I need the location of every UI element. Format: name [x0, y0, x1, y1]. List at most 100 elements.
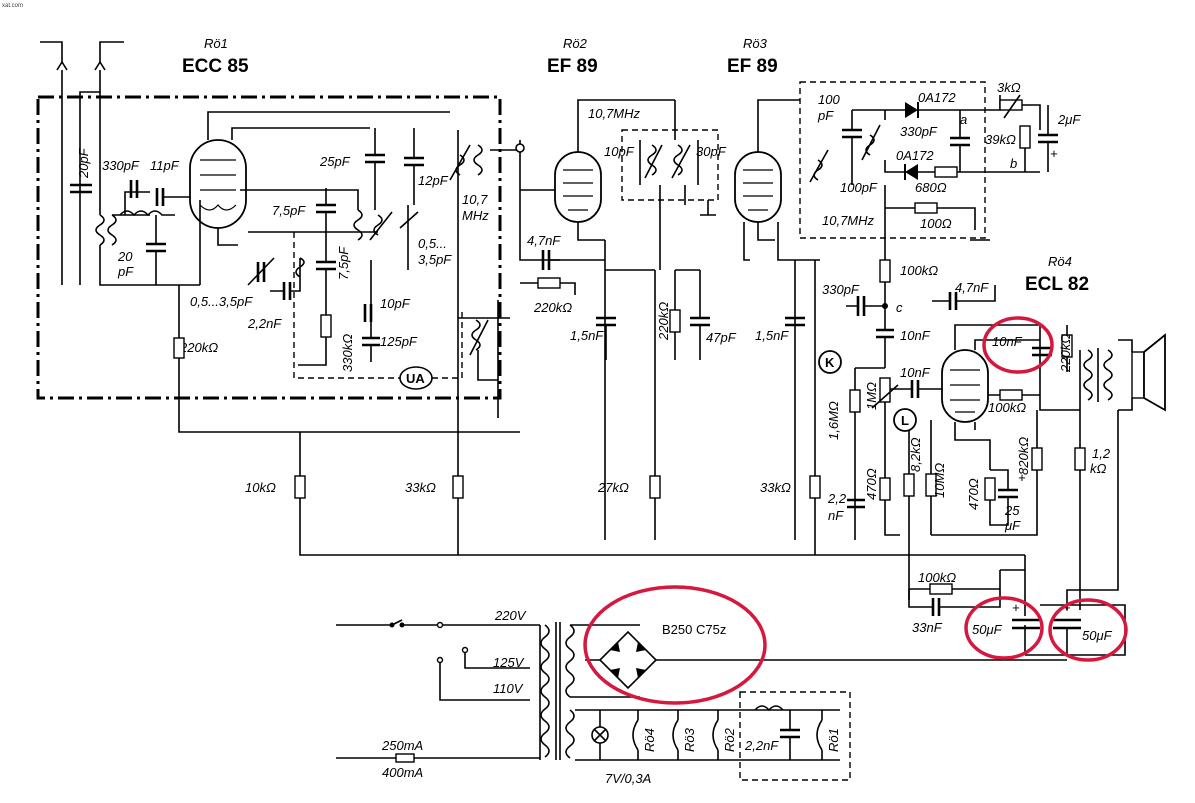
label-pa: a [960, 112, 967, 127]
label-ma250: 250mA [381, 738, 423, 753]
tube-ro2-name: Rö2 [563, 36, 588, 51]
label-c20pf-c: pF [117, 264, 134, 279]
label-v220: 220V [494, 608, 527, 623]
tube-ro1-name: Rö1 [204, 36, 228, 51]
label-c47pf: 47pF [706, 330, 737, 345]
label-r470a: 470Ω [864, 468, 879, 500]
label-c2uf: 2μF [1057, 112, 1081, 127]
tube-ro2: Rö2 EF 89 4,7nF 220kΩ 1,5nF [520, 36, 675, 540]
output-stage: 1,2 kΩ [1066, 333, 1166, 610]
highlight-10nf [982, 316, 1054, 374]
label-c4-7nf: 4,7nF [527, 233, 561, 248]
label-pot3k: 3kΩ [997, 80, 1021, 95]
label-c125pf: 125pF [380, 334, 418, 349]
label-r220k-af: 220kΩ [1058, 334, 1073, 373]
label-trim-c: 0,5...3,5pF [190, 294, 253, 309]
label-c100pf-c: 100pF [840, 180, 878, 195]
antenna-input [40, 41, 124, 285]
ratio-detector: 100 pF 0A172 0A172 680Ω 330pF a 100pF 10… [799, 80, 1081, 260]
label-plus-af: + [1018, 470, 1026, 485]
tube-ro1-type: ECC 85 [182, 56, 249, 77]
label-r220k-g2: 220kΩ [533, 300, 572, 315]
tube-ro4-name: Rö4 [1048, 254, 1072, 269]
label-r220k-rf: 220kΩ [179, 340, 218, 355]
label-k: K [825, 355, 835, 370]
label-c20pf-b: 20 [117, 249, 133, 264]
label-r27k: 27kΩ [597, 480, 629, 495]
label-c2-2nf-p: 2,2nF [744, 738, 779, 753]
label-c10nf-a: 10nF [900, 328, 931, 343]
label-l: L [901, 413, 909, 428]
highlight-50uf-a [964, 596, 1044, 660]
label-ro3: Rö3 [682, 727, 697, 752]
label-ro4: Rö4 [642, 728, 657, 752]
label-c10nf-b: 10nF [900, 365, 931, 380]
label-r100k-b: 100kΩ [988, 400, 1026, 415]
mixer-oscillator: 220kΩ 25pF 12pF 7,5pF 7,5pF 330kΩ 10pF 1… [173, 128, 560, 433]
label-c330pf-r: 330pF [900, 124, 938, 139]
label-pb: b [1010, 156, 1017, 171]
label-pc: c [896, 300, 903, 315]
label-r1-2k-a: 1,2 [1092, 446, 1111, 461]
rf-input-section: 20pF 330pF 11pF 20 pF [70, 92, 200, 286]
label-plus-ratio: + [1050, 146, 1058, 161]
label-v110: 110V [493, 681, 524, 696]
label-c33nf: 33nF [912, 620, 943, 635]
label-ma400: 400mA [382, 765, 423, 780]
label-r470b: 470Ω [966, 478, 981, 510]
tube-ro3: Rö3 EF 89 1,5nF [727, 36, 820, 540]
label-ro1: Rö1 [826, 728, 841, 752]
label-r33k-a: 33kΩ [405, 480, 436, 495]
rf-unit-box [36, 95, 502, 400]
label-c25uf-a: 25 [1004, 503, 1020, 518]
label-c330pf: 330pF [102, 158, 140, 173]
label-d2: 0A172 [896, 148, 934, 163]
label-r100k-af: 100kΩ [900, 263, 938, 278]
label-ro2: Rö2 [722, 727, 737, 752]
label-c4-7nf-af: 4,7nF [955, 280, 989, 295]
af-section: 100kΩ 330pF c 4,7nF 10nF K 1,6MΩ 1MΩ 10n… [818, 259, 996, 600]
label-r39k: 39kΩ [985, 132, 1016, 147]
watermark: xat.com [2, 3, 23, 9]
label-ua: UA [406, 371, 425, 386]
label-r820k: 820kΩ [1016, 437, 1031, 475]
label-c1-5nf-b: 1,5nF [755, 328, 789, 343]
highlight-50uf-b [1048, 598, 1128, 662]
label-rect: B250 C75z [662, 622, 726, 637]
label-c20pf: 20pF [76, 147, 91, 179]
label-c100pf-b: pF [817, 108, 834, 123]
label-c330pf-c: 330pF [822, 282, 860, 297]
highlight-rectifier [583, 585, 767, 705]
label-c100pf-a: 100 [818, 92, 840, 107]
label-trim-b: 3,5pF [418, 252, 452, 267]
label-f10-7a: 10,7MHz [588, 106, 641, 121]
label-r220k-v: 220kΩ [656, 302, 671, 341]
label-r1-6m: 1,6MΩ [826, 401, 841, 440]
label-c50uf-a: 50μF [972, 622, 1003, 637]
label-c1-5nf-a: 1,5nF [570, 328, 604, 343]
label-r100k-f: 100kΩ [918, 570, 956, 585]
label-if-a: 10,7 [462, 192, 488, 207]
label-r680: 680Ω [915, 180, 947, 195]
label-c10pf-if: 10pF [604, 144, 635, 159]
label-c11pf: 11pF [150, 158, 180, 173]
label-trim-a: 0,5... [418, 236, 447, 251]
label-c25pf: 25pF [319, 154, 351, 169]
label-if-b: MHz [462, 208, 489, 223]
label-lamp: 7V/0,3A [605, 771, 651, 786]
label-r100: 100Ω [920, 216, 952, 231]
label-c2-2nf-rf: 2,2nF [247, 316, 282, 331]
label-r33k-b: 33kΩ [760, 480, 791, 495]
label-c50uf-b: 50μF [1082, 628, 1113, 643]
label-c2-2nf-a: 2,2 [827, 491, 847, 506]
label-r1-2k-b: kΩ [1090, 461, 1107, 476]
tube-ro1: Rö1 ECC 85 [182, 36, 450, 285]
label-c7-5pf-b: 7,5pF [336, 246, 351, 280]
label-c10pf: 10pF [380, 296, 411, 311]
if-transformer: 10,7MHz 10pF 30pF 220kΩ 47pF [588, 100, 737, 540]
tube-ro4: Rö4 ECL 82 100kΩ 10nF 220kΩ 470Ω + 25 μF… [931, 254, 1089, 536]
supply-rail: 10kΩ 33kΩ 27kΩ 33kΩ 100kΩ 33nF + 50μF + … [245, 140, 1126, 661]
label-r10k: 10kΩ [245, 480, 276, 495]
tube-ro3-name: Rö3 [743, 36, 768, 51]
